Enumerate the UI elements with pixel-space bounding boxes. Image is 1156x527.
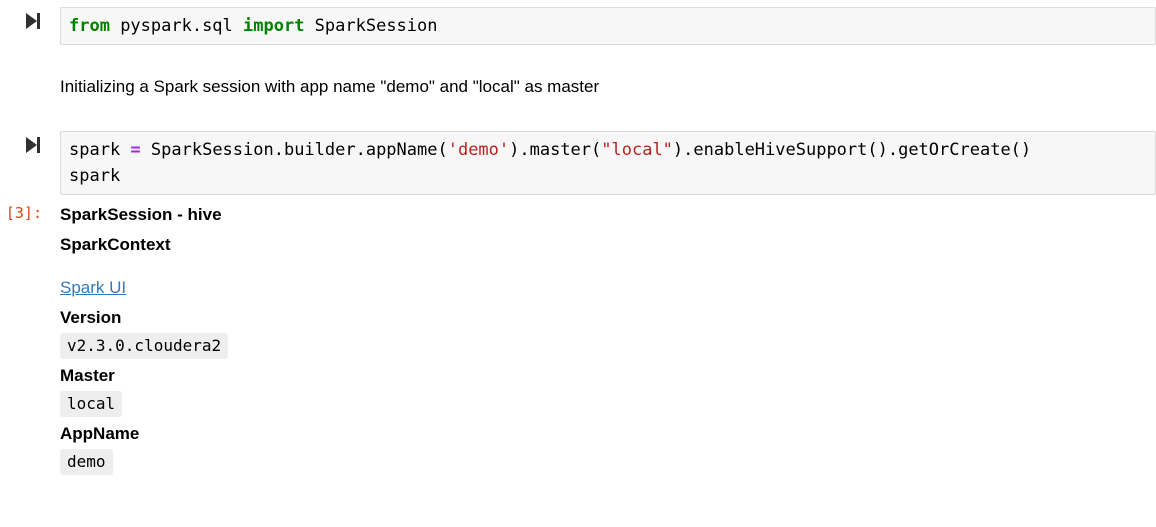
code-input-2[interactable]: spark = SparkSession.builder.appName('de… xyxy=(60,131,1156,195)
output-gutter: [3]: xyxy=(0,200,60,227)
assign-target: spark xyxy=(69,140,131,160)
cell-output-area: [3]: SparkSession - hive SparkContext Sp… xyxy=(0,195,1156,477)
markdown-gutter xyxy=(0,76,60,98)
property-master-value: local xyxy=(60,391,123,417)
assign-operator: = xyxy=(130,140,141,160)
code-cell-2: spark = SparkSession.builder.appName('de… xyxy=(0,98,1156,195)
cell-1-gutter xyxy=(0,7,60,34)
string-master: "local" xyxy=(601,140,673,160)
property-appname-label: AppName xyxy=(60,424,140,443)
property-version-value-wrap: v2.3.0.cloudera2 xyxy=(60,333,1156,361)
property-version: Version v2.3.0.cloudera2 xyxy=(60,303,1156,361)
code-cell-1: from pyspark.sql import SparkSession xyxy=(0,0,1156,45)
property-version-label: Version xyxy=(60,308,122,327)
code-input-1[interactable]: from pyspark.sql import SparkSession xyxy=(60,7,1156,45)
run-cell-icon[interactable] xyxy=(26,136,42,154)
module-path: pyspark.sql xyxy=(109,16,244,36)
output-body: SparkSession - hive SparkContext Spark U… xyxy=(60,200,1156,477)
markdown-cell[interactable]: Initializing a Spark session with app na… xyxy=(0,45,1156,98)
builder-chain-a: SparkSession.builder.appName( xyxy=(140,140,448,160)
output-title-context: SparkContext xyxy=(60,235,171,254)
code-line-2-2: spark xyxy=(69,166,121,186)
builder-chain-c: ).enableHiveSupport().getOrCreate() xyxy=(672,140,1032,160)
property-appname-value-wrap: demo xyxy=(60,449,1156,477)
output-title-session: SparkSession - hive xyxy=(60,205,222,224)
run-cell-icon[interactable] xyxy=(26,12,42,30)
imported-symbol: SparkSession xyxy=(304,16,438,36)
code-line-2-1: spark = SparkSession.builder.appName('de… xyxy=(69,137,1155,163)
string-app-name: 'demo' xyxy=(447,140,510,160)
cell-2-gutter xyxy=(0,131,60,158)
markdown-text: Initializing a Spark session with app na… xyxy=(60,77,600,96)
property-master-label: Master xyxy=(60,366,115,385)
spark-ui-link-wrap: Spark UI xyxy=(60,260,1156,303)
property-appname: AppName demo xyxy=(60,419,1156,477)
property-appname-value: demo xyxy=(60,449,113,475)
output-prompt: [3]: xyxy=(5,204,42,222)
builder-chain-b: ).master( xyxy=(509,140,602,160)
keyword-from: from xyxy=(69,16,110,36)
property-master: Master local xyxy=(60,361,1156,419)
spark-ui-link[interactable]: Spark UI xyxy=(60,278,127,297)
code-line-1-1: from pyspark.sql import SparkSession xyxy=(69,13,1155,39)
keyword-import: import xyxy=(243,16,305,36)
property-master-value-wrap: local xyxy=(60,391,1156,419)
property-version-value: v2.3.0.cloudera2 xyxy=(60,333,229,359)
